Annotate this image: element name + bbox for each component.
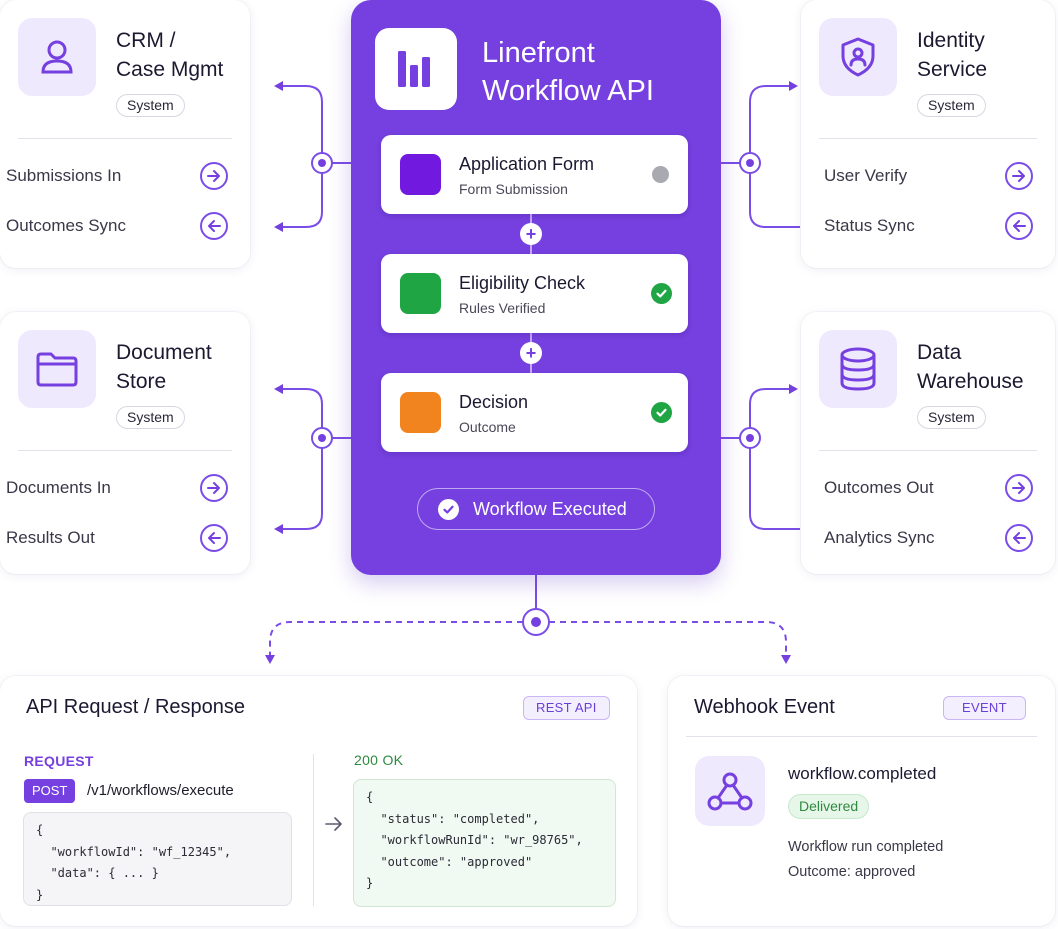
check-circle-icon xyxy=(438,498,459,520)
step-application-form[interactable]: Application Form Form Submission xyxy=(381,135,688,214)
row-label: Results Out xyxy=(6,528,95,547)
arrow-left-icon[interactable] xyxy=(200,524,228,552)
identity-row-status[interactable]: Status Sync xyxy=(824,211,1033,241)
arrow-left-icon[interactable] xyxy=(1005,212,1033,240)
user-icon xyxy=(18,18,96,96)
arrow-right-icon xyxy=(325,816,343,837)
row-label: Documents In xyxy=(6,478,111,497)
crm-row-outcomes[interactable]: Outcomes Sync xyxy=(6,211,228,241)
step-eligibility-check[interactable]: Eligibility Check Rules Verified xyxy=(381,254,688,333)
row-label: Outcomes Out xyxy=(824,478,934,497)
pending-dot-icon xyxy=(652,166,669,183)
warehouse-row-analytics[interactable]: Analytics Sync xyxy=(824,523,1033,553)
arrow-right-icon[interactable] xyxy=(200,474,228,502)
row-label: Submissions In xyxy=(6,166,122,185)
identity-junction-node xyxy=(739,152,761,174)
row-label: User Verify xyxy=(824,166,908,185)
webhook-icon xyxy=(695,756,765,826)
workflow-executed-badge: Workflow Executed xyxy=(417,488,655,530)
crm-system-card: CRM / Case Mgmt System Submissions In Ou… xyxy=(0,0,250,268)
endpoint-path: /v1/workflows/execute xyxy=(87,782,234,799)
arrow-right-icon[interactable] xyxy=(1005,474,1033,502)
divider xyxy=(18,450,232,451)
arrow-right-icon[interactable] xyxy=(1005,162,1033,190)
crm-title: CRM / Case Mgmt xyxy=(116,29,224,81)
api-card-title: API Request / Response xyxy=(26,696,246,718)
step-title: Decision xyxy=(459,392,529,412)
row-label: Outcomes Sync xyxy=(6,216,126,235)
warehouse-badge: System xyxy=(917,406,986,429)
arrow-left-icon[interactable] xyxy=(1005,524,1033,552)
document-row-results[interactable]: Results Out xyxy=(6,523,228,553)
document-badge: System xyxy=(116,406,185,429)
step-decision[interactable]: Decision Outcome xyxy=(381,373,688,452)
executed-label: Workflow Executed xyxy=(473,498,627,519)
step-color-swatch xyxy=(400,392,441,433)
divider xyxy=(18,138,232,139)
row-label: Analytics Sync xyxy=(824,528,935,547)
database-icon xyxy=(819,330,897,408)
arrow-left-icon[interactable] xyxy=(200,212,228,240)
warehouse-title: Data Warehouse xyxy=(917,341,1024,393)
identity-row-verify[interactable]: User Verify xyxy=(824,161,1033,191)
divider xyxy=(313,754,314,906)
folder-icon xyxy=(18,330,96,408)
request-body-code: { "workflowId": "wf_12345", "data": { ..… xyxy=(23,812,292,906)
step-color-swatch xyxy=(400,273,441,314)
check-circle-icon xyxy=(651,283,672,304)
step-title: Application Form xyxy=(459,154,595,174)
identity-connector xyxy=(721,86,796,164)
crm-row-submissions[interactable]: Submissions In xyxy=(6,161,228,191)
warehouse-connector xyxy=(721,389,796,439)
identity-badge: System xyxy=(917,94,986,117)
workflow-api-title: Linefront Workflow API xyxy=(482,37,654,107)
add-step-plus-icon[interactable]: + xyxy=(520,342,542,364)
step-title: Eligibility Check xyxy=(459,273,586,293)
shield-user-icon xyxy=(819,18,897,96)
divider xyxy=(819,450,1037,451)
step-subtitle: Form Submission xyxy=(459,181,568,197)
crm-junction-node xyxy=(311,152,333,174)
warehouse-system-card: Data Warehouse System Outcomes Out Analy… xyxy=(801,312,1055,574)
document-connector xyxy=(276,389,351,439)
divider xyxy=(819,138,1037,139)
http-method-badge: POST xyxy=(24,779,76,803)
api-request-response-card: API Request / Response REST API REQUEST … xyxy=(0,676,637,926)
event-name: workflow.completed xyxy=(788,764,937,783)
document-junction-node xyxy=(311,427,333,449)
webhook-event-card: Webhook Event EVENT workflow.completed D… xyxy=(668,676,1055,926)
warehouse-junction-node xyxy=(739,427,761,449)
step-color-swatch xyxy=(400,154,441,195)
workflow-api-panel: Linefront Workflow API Application Form … xyxy=(351,0,721,575)
step-subtitle: Rules Verified xyxy=(459,300,546,316)
identity-title: Identity Service xyxy=(917,29,988,81)
event-description-line2: Outcome: approved xyxy=(788,864,916,880)
delivered-status-badge: Delivered xyxy=(788,794,870,819)
row-label: Status Sync xyxy=(824,216,915,235)
webhook-card-title: Webhook Event xyxy=(694,696,835,718)
response-body-code: { "status": "completed", "workflowRunId"… xyxy=(353,779,616,907)
crm-badge: System xyxy=(116,94,185,117)
request-label: REQUEST xyxy=(24,753,94,769)
crm-connector xyxy=(276,86,351,164)
event-tag: EVENT xyxy=(943,696,1026,720)
divider xyxy=(686,736,1037,737)
document-system-card: Document Store System Documents In Resul… xyxy=(0,312,250,574)
event-description-line1: Workflow run completed xyxy=(788,839,944,855)
identity-system-card: Identity Service System User Verify Stat… xyxy=(801,0,1055,268)
document-row-documents[interactable]: Documents In xyxy=(6,473,228,503)
response-status: 200 OK xyxy=(354,752,404,768)
step-subtitle: Outcome xyxy=(459,419,516,435)
bar-chart-icon xyxy=(375,28,457,110)
check-circle-icon xyxy=(651,402,672,423)
rest-api-tag: REST API xyxy=(523,696,610,720)
bottom-junction-node xyxy=(522,608,550,636)
document-title: Document Store xyxy=(116,341,212,393)
arrow-right-icon[interactable] xyxy=(200,162,228,190)
add-step-plus-icon[interactable]: + xyxy=(520,223,542,245)
warehouse-row-outcomes[interactable]: Outcomes Out xyxy=(824,473,1033,503)
